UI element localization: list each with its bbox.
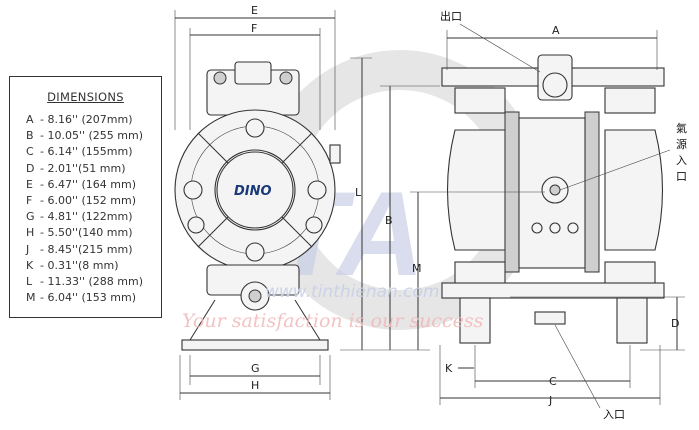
dimension-value: - 6.47'' (164 mm) <box>40 177 137 191</box>
label-l: L <box>355 186 362 199</box>
air-inlet-label-1: 氣 <box>676 121 687 135</box>
dimension-value: - 4.81'' (122mm) <box>40 210 133 224</box>
pump-side-view: DINO <box>174 61 341 351</box>
dimension-row: M - 6.04'' (153 mm) <box>10 290 161 306</box>
dimension-value: - 0.31''(8 mm) <box>40 258 119 272</box>
dimension-letter: K <box>26 258 34 272</box>
label-k: K <box>445 362 453 375</box>
dimension-value: - 6.04'' (153 mm) <box>40 291 137 305</box>
label-j: J <box>548 394 552 407</box>
pump-front-view <box>441 54 665 344</box>
dimension-row: J - 8.45''(215 mm) <box>10 242 161 258</box>
dimension-value: - 2.01''(51 mm) <box>40 161 126 175</box>
label-b: B <box>385 214 393 227</box>
dimension-letter: D <box>26 161 35 175</box>
label-d: D <box>671 317 679 330</box>
label-g: G <box>251 362 260 375</box>
dimensions-table: DIMENSIONS A - 8.16'' (207mm) B - 10.05'' (… <box>9 76 162 318</box>
dimension-letter: B <box>26 129 34 143</box>
dimension-row: C - 6.14'' (155mm) <box>10 144 161 160</box>
air-inlet-label-4: 口 <box>676 170 687 183</box>
dimension-value: - 8.45''(215 mm) <box>40 242 133 256</box>
dimension-row: D - 2.01''(51 mm) <box>10 161 161 177</box>
dimension-letter: C <box>26 145 34 159</box>
dimension-letter: A <box>26 113 34 126</box>
air-inlet-label-2: 源 <box>676 137 687 151</box>
inlet-label: 入口 <box>603 408 625 421</box>
dimension-row: F - 6.00'' (152 mm) <box>10 193 161 209</box>
dimension-row: L - 11.33'' (288 mm) <box>10 274 161 290</box>
dimension-row: E - 6.47'' (164 mm) <box>10 177 161 193</box>
dimension-value: - 10.05'' (255 mm) <box>40 129 144 143</box>
dimension-value: - 6.14'' (155mm) <box>40 145 133 159</box>
dimension-letter: F <box>26 194 33 208</box>
dimension-letter: L <box>26 275 33 289</box>
dimension-letter: M <box>26 291 36 305</box>
logo: DINO <box>234 184 272 199</box>
dimension-row: B - 10.05'' (255 mm) <box>10 128 161 144</box>
dimension-letter: H <box>26 226 35 240</box>
dimensions-title: DIMENSIONS <box>47 90 124 104</box>
dimension-letter: J <box>26 242 30 256</box>
dimension-row: H - 5.50''(140 mm) <box>10 225 161 241</box>
dimension-value: - 8.16'' (207mm) <box>40 113 133 126</box>
watermark-slogan: Your satisfaction is our success <box>182 310 484 332</box>
label-c: C <box>549 375 557 388</box>
dimension-row: A - 8.16'' (207mm) <box>10 112 161 128</box>
dimension-row: K - 0.31''(8 mm) <box>10 258 161 274</box>
dimension-letter: E <box>26 177 33 191</box>
dimension-value: - 5.50''(140 mm) <box>40 226 133 240</box>
label-m: M <box>412 262 422 275</box>
dimension-value: - 11.33'' (288 mm) <box>40 275 144 289</box>
label-h: H <box>251 379 259 392</box>
label-a: A <box>552 24 560 37</box>
label-e: E <box>251 4 258 17</box>
dimension-lines <box>174 10 685 409</box>
dimension-letter: G <box>26 210 35 224</box>
dimension-value: - 6.00'' (152 mm) <box>40 194 137 208</box>
label-f: F <box>251 22 257 35</box>
dimension-labels: E F G H L B M A C J K D 出口 氣 源 入 口 入口 <box>251 4 687 421</box>
dimension-row: G - 4.81'' (122mm) <box>10 209 161 225</box>
watermark-url: www.tinthienan.com <box>265 282 440 302</box>
air-inlet-label-3: 入 <box>676 154 687 167</box>
outlet-label: 出口 <box>440 9 462 23</box>
